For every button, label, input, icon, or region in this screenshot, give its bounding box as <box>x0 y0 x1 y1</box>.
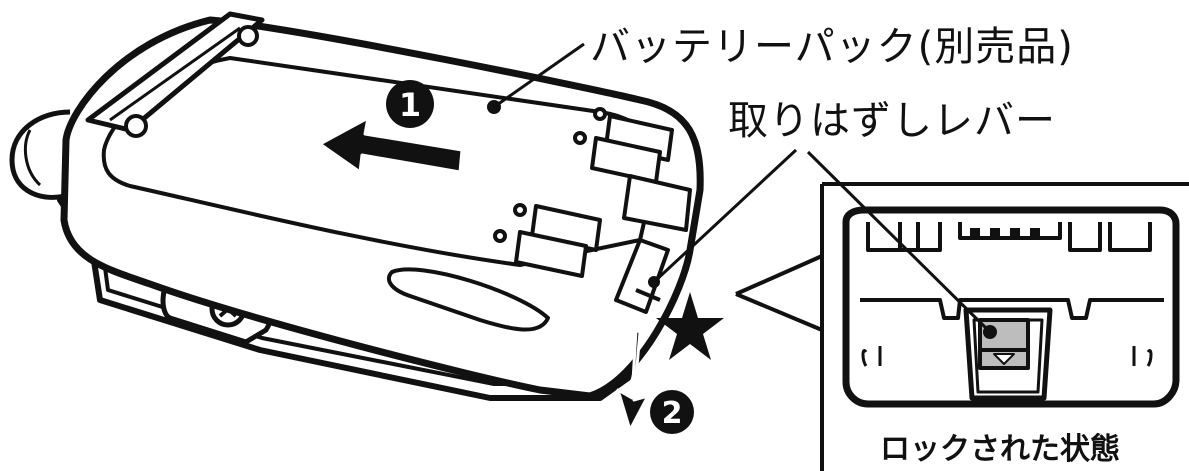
release-lever-label: 取りはずしレバー <box>728 98 1056 144</box>
svg-text:2: 2 <box>662 396 683 431</box>
antenna <box>9 109 71 200</box>
step-2-marker: 2 <box>650 390 694 434</box>
callout-frame <box>735 182 1189 471</box>
push-down-arrow <box>616 328 650 432</box>
clip-screw-icon <box>237 25 259 47</box>
inset-lever-pointer-dot <box>983 325 997 339</box>
locked-state-caption: ロックされた状態 <box>880 432 1120 467</box>
battery-pack-label: バッテリーパック(別売品) <box>590 24 1074 70</box>
connector-terminals <box>493 107 692 278</box>
svg-text:1: 1 <box>399 86 421 124</box>
locked-state-inset <box>842 206 1180 408</box>
release-lever-leader-line <box>652 148 798 284</box>
clip-screw-icon-2 <box>124 114 148 138</box>
battery-pack-leader-line <box>493 42 585 109</box>
inset-lever-leader-line <box>806 150 992 334</box>
slide-arrow <box>318 116 464 174</box>
step-1-marker: 1 <box>386 80 434 128</box>
terminal-pins <box>970 228 1040 236</box>
battery-pack <box>60 11 704 400</box>
star-icon <box>656 292 724 360</box>
lever-triangle-icon <box>993 353 1015 365</box>
